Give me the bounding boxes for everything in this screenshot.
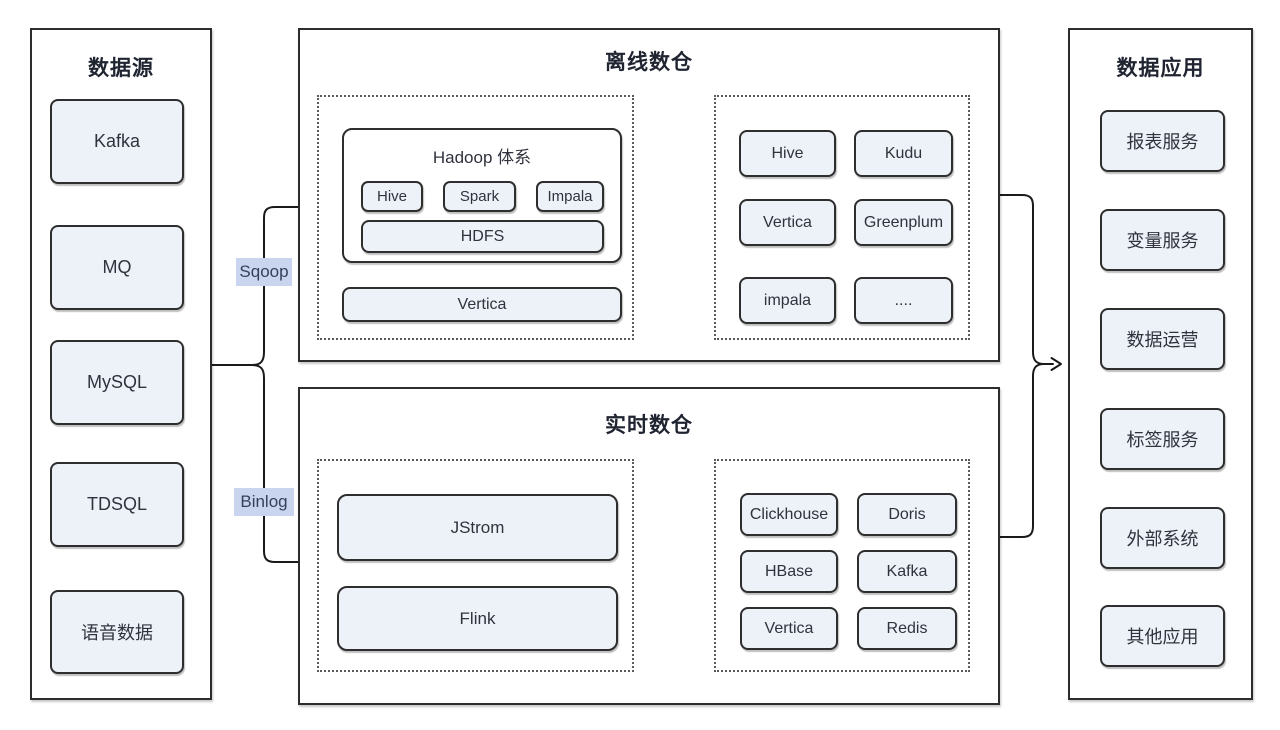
node-kudu: Kudu	[854, 130, 953, 177]
node-vertica-offline-compute: Vertica	[342, 287, 622, 322]
node-impala-storage: impala	[739, 277, 836, 324]
node-other-applications: 其他应用	[1100, 605, 1225, 667]
data-sources-panel: 数据源 Kafka MQ MySQL TDSQL 语音数据	[30, 28, 212, 700]
node-others-storage: ....	[854, 277, 953, 324]
node-redis: Redis	[857, 607, 957, 650]
node-report-service: 报表服务	[1100, 110, 1225, 172]
node-doris: Doris	[857, 493, 957, 536]
node-flink: Flink	[337, 586, 618, 651]
node-hbase: HBase	[740, 550, 838, 593]
realtime-storage-group: Clickhouse Doris HBase Kafka Vertica Red…	[714, 459, 970, 672]
node-kafka-storage: Kafka	[857, 550, 957, 593]
node-tag-service: 标签服务	[1100, 408, 1225, 470]
node-clickhouse: Clickhouse	[740, 493, 838, 536]
node-hdfs: HDFS	[361, 220, 604, 253]
edge-offline-out	[999, 194, 1045, 365]
node-greenplum: Greenplum	[854, 199, 953, 246]
data-applications-panel: 数据应用 报表服务 变量服务 数据运营 标签服务 外部系统 其他应用	[1068, 28, 1253, 700]
realtime-compute-group: JStrom Flink	[317, 459, 634, 672]
data-applications-title: 数据应用	[1116, 57, 1205, 80]
node-jstrom: JStrom	[337, 494, 618, 561]
node-external-systems: 外部系统	[1100, 507, 1225, 569]
node-variable-service: 变量服务	[1100, 209, 1225, 271]
hadoop-cluster-title: Hadoop 体系	[432, 148, 532, 167]
node-hive-storage: Hive	[739, 130, 836, 177]
node-kafka-source: Kafka	[50, 99, 184, 184]
realtime-warehouse-title: 实时数仓	[605, 414, 693, 437]
binlog-edge-label: Binlog	[234, 488, 294, 516]
offline-storage-group: Hive Kudu Vertica Greenplum impala ....	[714, 95, 970, 340]
sqoop-edge-label: Sqoop	[236, 258, 292, 286]
node-tdsql: TDSQL	[50, 462, 184, 547]
offline-warehouse-panel: 离线数仓 Hadoop 体系 Hive Spark Impala HDFS Ve…	[298, 28, 1000, 362]
node-vertica-realtime: Vertica	[740, 607, 838, 650]
arrowhead-apps-in-icon	[1050, 357, 1062, 371]
realtime-warehouse-panel: 实时数仓 JStrom Flink Clickhouse Doris HBase…	[298, 387, 1000, 705]
node-hive-compute: Hive	[361, 181, 423, 212]
offline-warehouse-title: 离线数仓	[605, 51, 693, 74]
node-data-operations: 数据运营	[1100, 308, 1225, 370]
node-impala-compute: Impala	[536, 181, 604, 212]
offline-compute-group: Hadoop 体系 Hive Spark Impala HDFS Vertica	[317, 95, 634, 340]
edge-realtime-out	[999, 363, 1045, 538]
node-mysql: MySQL	[50, 340, 184, 425]
node-vertica-offline-storage: Vertica	[739, 199, 836, 246]
node-spark: Spark	[443, 181, 516, 212]
node-mq: MQ	[50, 225, 184, 310]
data-sources-title: 数据源	[88, 57, 154, 80]
hadoop-cluster-box: Hadoop 体系 Hive Spark Impala HDFS	[342, 128, 622, 263]
node-voice-data: 语音数据	[50, 590, 184, 674]
